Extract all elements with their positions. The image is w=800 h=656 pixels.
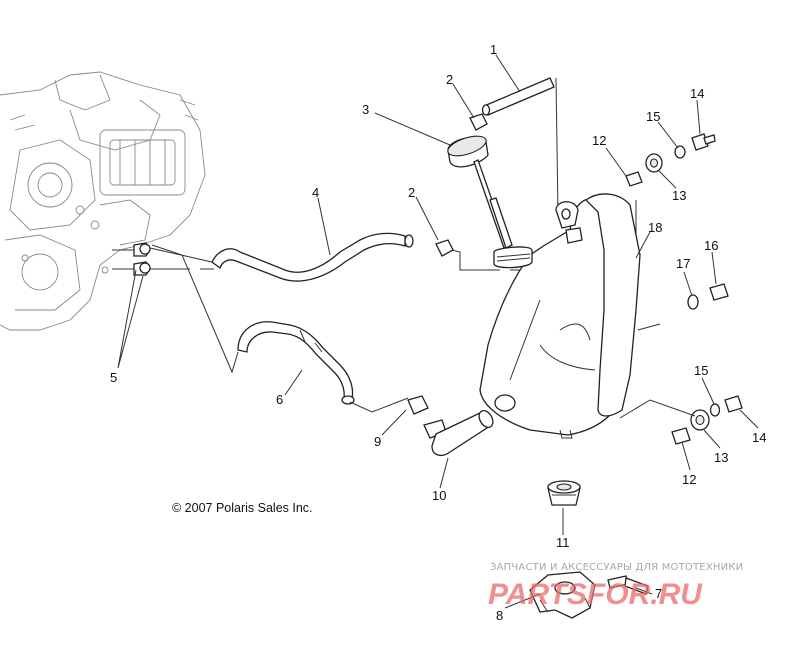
callout-5: 5 [110, 370, 117, 385]
callout-16: 16 [704, 238, 718, 253]
callout-14-upper: 14 [690, 86, 704, 101]
callout-15-lower: 15 [694, 363, 708, 378]
callout-18: 18 [648, 220, 662, 235]
callout-14-lower: 14 [752, 430, 766, 445]
callout-12-upper: 12 [592, 133, 606, 148]
part-9-clamp [407, 395, 429, 415]
callout-leaders [117, 54, 759, 609]
callout-11: 11 [556, 535, 570, 550]
callout-4: 4 [312, 185, 319, 200]
callout-7: 7 [655, 586, 662, 601]
part-6-hose [237, 321, 355, 405]
part-18-oil-tank [479, 193, 641, 439]
callout-labels: 1 2 3 2 4 5 6 9 10 11 8 7 12 13 15 14 18… [110, 42, 766, 623]
watermark: ЗАПЧАСТИ И АКСЕССУАРЫ ДЛЯ МОТОТЕХНИКИ PA… [488, 562, 743, 611]
part-10-elbow [423, 409, 494, 457]
part-3-dipstick [447, 135, 513, 249]
engine-illustration [0, 71, 206, 331]
callout-6: 6 [276, 392, 283, 407]
copyright-text: © 2007 Polaris Sales Inc. [172, 501, 313, 515]
callout-13-upper: 13 [672, 188, 686, 203]
part-2-clamp-middle [435, 239, 454, 257]
part-11-grommet [547, 480, 581, 506]
part-4-hose [211, 232, 414, 282]
part-2-clamp-upper [469, 113, 488, 131]
callout-12-lower: 12 [682, 472, 696, 487]
callout-10: 10 [432, 488, 446, 503]
part-1-tube [481, 77, 555, 116]
watermark-logo: PARTSFOR.RU [488, 578, 703, 611]
callout-3: 3 [362, 102, 369, 117]
parts-16-17 [687, 283, 729, 310]
callout-17: 17 [676, 256, 690, 271]
lower-fastener-group [619, 395, 743, 445]
callout-13-lower: 13 [714, 450, 728, 465]
callout-9: 9 [374, 434, 381, 449]
watermark-tagline: ЗАПЧАСТИ И АКСЕССУАРЫ ДЛЯ МОТОТЕХНИКИ [490, 562, 743, 573]
callout-2-upper: 2 [446, 72, 453, 87]
callout-8: 8 [496, 608, 503, 623]
upper-fastener-group [625, 133, 716, 187]
part-5-fittings [112, 242, 151, 276]
callout-2-middle: 2 [408, 185, 415, 200]
part-8-bracket [529, 571, 596, 619]
callout-1: 1 [490, 42, 497, 57]
callout-15-upper: 15 [646, 109, 660, 124]
